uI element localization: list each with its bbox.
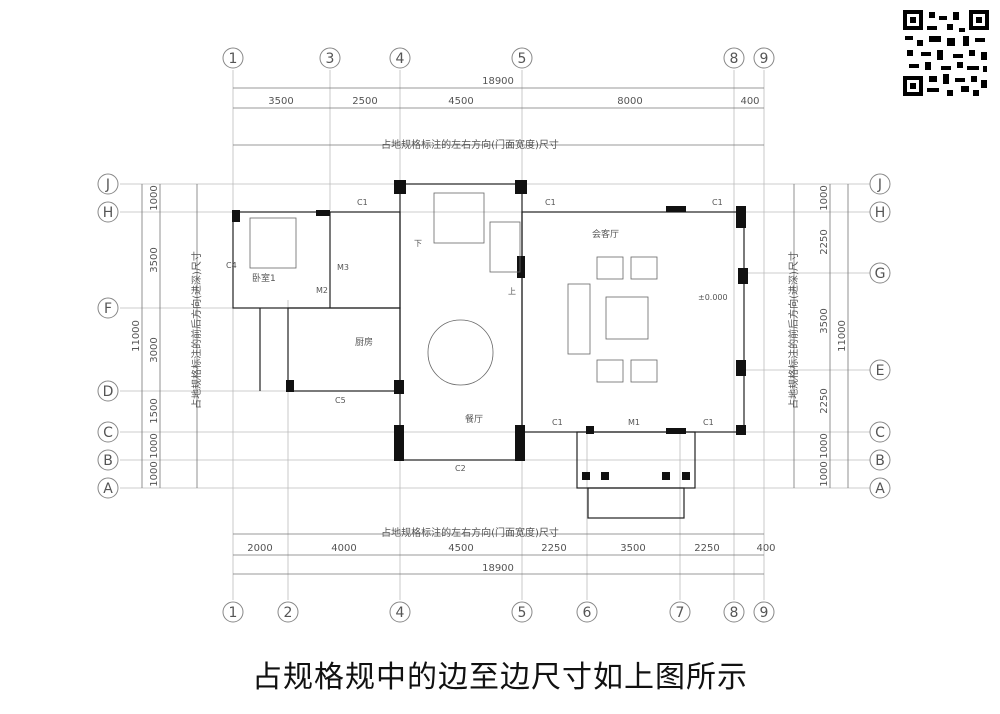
width-annotation-bottom: 占地规格标注的左右方向(门面宽度)尺寸 [381, 526, 559, 539]
dim-left-segment: 1000 [149, 185, 160, 210]
axis-label-bottom: 6 [583, 605, 592, 621]
axis-label-left: C [103, 425, 113, 441]
axis-label-right: G [875, 266, 886, 282]
dimension-lines [141, 87, 849, 575]
axis-label-left: F [104, 301, 112, 317]
dim-left-segment: 1000 [149, 461, 160, 486]
axis-label-top: 4 [396, 51, 405, 67]
dim-top-segment: 2500 [352, 96, 377, 107]
axis-label-bottom: 4 [396, 605, 405, 621]
axis-label-right: E [876, 363, 885, 379]
axis-label-top: 8 [730, 51, 739, 67]
axis-label-top: 9 [760, 51, 769, 67]
axis-label-bottom: 9 [760, 605, 769, 621]
room-label-kitchen: 厨房 [355, 336, 373, 348]
axis-label-right: B [875, 453, 885, 469]
width-annotation-top: 占地规格标注的左右方向(门面宽度)尺寸 [381, 138, 559, 151]
dim-right-segment: 2250 [819, 388, 830, 413]
dim-bottom-segment: 400 [756, 543, 775, 554]
axis-label-top: 5 [518, 51, 527, 67]
dim-bottom-segment: 2250 [694, 543, 719, 554]
tag-c4: C4 [226, 261, 237, 270]
dim-bottom-segment: 2000 [247, 543, 272, 554]
tag-down: 下 [414, 239, 422, 248]
dim-bottom-segment: 3500 [620, 543, 645, 554]
dim-right-segment: 1000 [819, 433, 830, 458]
axis-label-bottom: 1 [229, 605, 238, 621]
axis-label-right: H [875, 205, 886, 221]
axis-label-left: B [103, 453, 113, 469]
furniture [249, 192, 658, 386]
structural-columns [232, 180, 748, 480]
axis-label-bottom: 2 [284, 605, 293, 621]
room-label-bedroom: 卧室1 [252, 272, 276, 284]
tag-c1: C1 [545, 198, 556, 207]
tag-m2: M2 [316, 286, 328, 295]
axis-label-right: C [875, 425, 885, 441]
tag-up: 上 [508, 287, 516, 296]
page-caption: 占规格规中的边至边尺寸如上图所示 [252, 660, 748, 695]
dim-right-segment: 1000 [819, 461, 830, 486]
dim-bottom-segment: 2250 [541, 543, 566, 554]
dim-top-total: 18900 [482, 76, 514, 87]
tag-c2: C2 [455, 464, 466, 473]
dim-left-segment: 3500 [149, 247, 160, 272]
axis-label-top: 3 [326, 51, 335, 67]
dim-top-segment: 8000 [617, 96, 642, 107]
tag-m1: M1 [628, 418, 640, 427]
axis-label-bottom: 8 [730, 605, 739, 621]
dim-top-segment: 3500 [268, 96, 293, 107]
building-walls [232, 183, 745, 519]
axis-bubbles [97, 47, 891, 623]
tag-c1: C1 [712, 198, 723, 207]
axis-label-top: 1 [229, 51, 238, 67]
dim-left-segment: 3000 [149, 337, 160, 362]
axis-label-left: A [103, 481, 113, 497]
dim-right-segment: 2250 [819, 229, 830, 254]
tag-elevation: ±0.000 [698, 293, 728, 302]
axis-label-bottom: 7 [676, 605, 685, 621]
axis-label-left: D [103, 384, 114, 400]
room-label-dining: 餐厅 [465, 413, 483, 425]
dim-top-segment: 400 [740, 96, 759, 107]
dim-bottom-segment: 4000 [331, 543, 356, 554]
axis-label-bottom: 5 [518, 605, 527, 621]
tag-c5: C5 [335, 396, 346, 405]
axis-label-left: H [103, 205, 114, 221]
dim-right-segment: 1000 [819, 185, 830, 210]
dim-left-total: 11000 [131, 320, 142, 352]
dim-left-segment: 1000 [149, 433, 160, 458]
room-label-living: 会客厅 [592, 228, 619, 240]
tag-c1: C1 [357, 198, 368, 207]
dim-bottom-total: 18900 [482, 563, 514, 574]
axis-label-left: J [105, 177, 110, 193]
tag-m3: M3 [337, 263, 349, 272]
dim-top-segment: 4500 [448, 96, 473, 107]
axis-label-right: A [875, 481, 885, 497]
tag-c1: C1 [552, 418, 563, 427]
dim-right-total: 11000 [837, 320, 848, 352]
tag-c1: C1 [703, 418, 714, 427]
dim-right-segment: 3500 [819, 308, 830, 333]
dim-bottom-segment: 4500 [448, 543, 473, 554]
dim-left-segment: 1500 [149, 398, 160, 423]
depth-annotation-right: 占地规格标注的前后方向(进深)尺寸 [787, 251, 800, 409]
qr-code-icon [903, 10, 989, 96]
depth-annotation-left: 占地规格标注的前后方向(进深)尺寸 [190, 251, 203, 409]
axis-label-right: J [877, 177, 882, 193]
